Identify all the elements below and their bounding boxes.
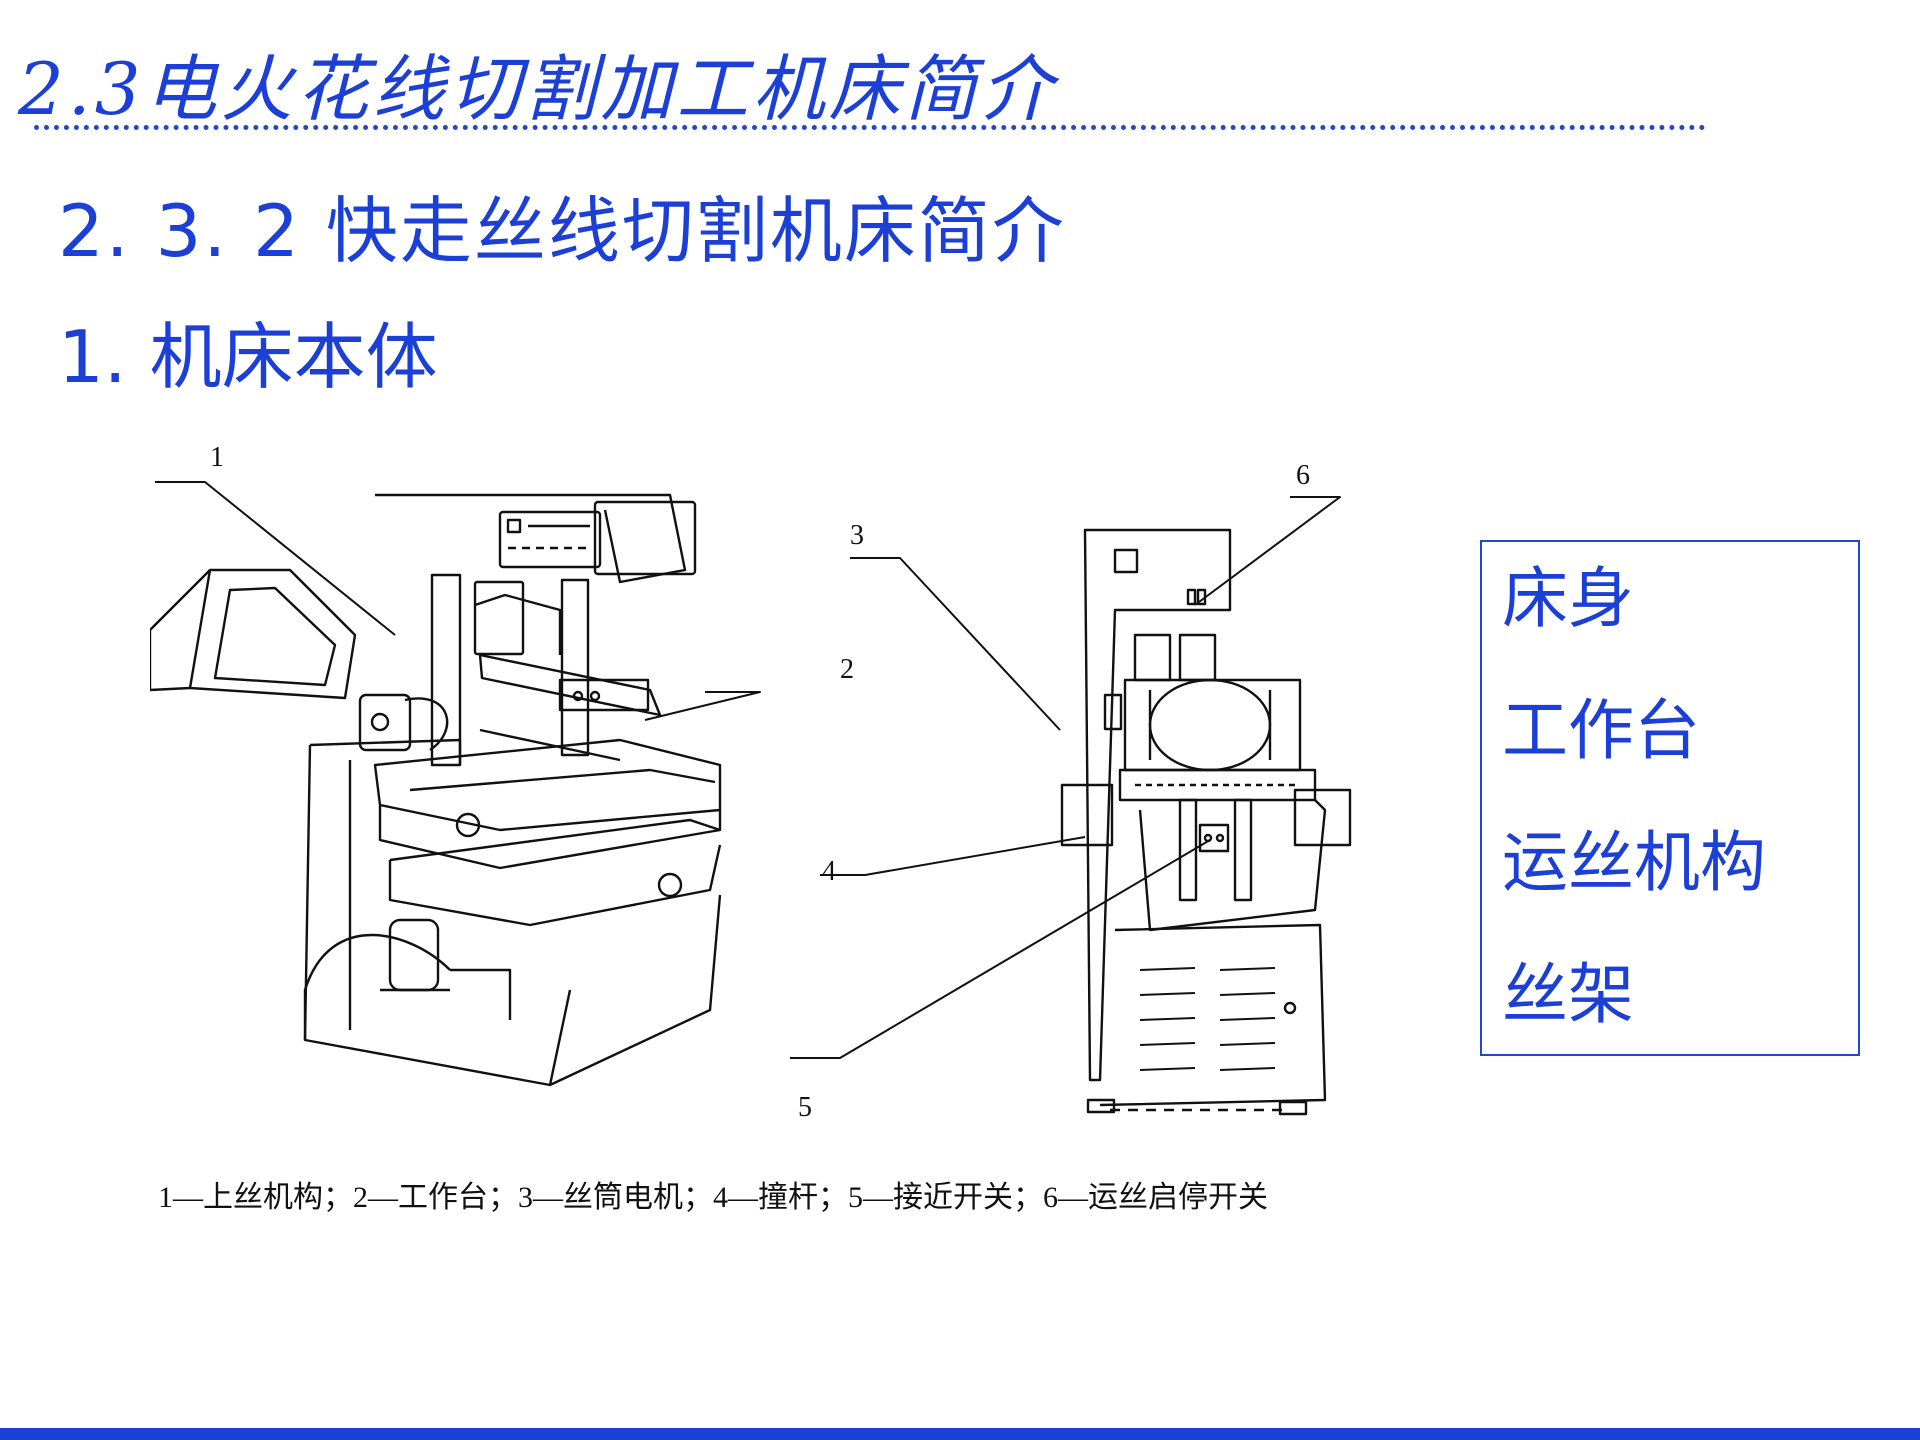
part-item: 床身: [1502, 560, 1634, 637]
callout-4: 4: [822, 856, 836, 887]
callout-leader-lines: [155, 481, 1341, 1059]
slide-title: 2.3电火花线切割加工机床简介: [18, 47, 1057, 131]
figure-caption: 1—上丝机构；2—工作台；3—丝筒电机；4—撞杆；5—接近开关；6—运丝启停开关: [158, 1181, 1268, 1214]
callout-5: 5: [798, 1092, 812, 1123]
machine-parts-list: 床身 工作台 运丝机构 丝架: [1480, 540, 1860, 1056]
part-item: 工作台: [1502, 692, 1700, 769]
footer-bar: [0, 1428, 1920, 1440]
left-machine-drawing: [150, 430, 722, 1150]
part-item: 运丝机构: [1502, 824, 1766, 901]
slide-subtitle: 2. 3. 2 快走丝线切割机床简介: [58, 189, 1066, 273]
title-dotted-divider: [34, 125, 1706, 130]
part-item: 丝架: [1502, 956, 1634, 1033]
section-heading: 1. 机床本体: [58, 315, 438, 399]
callout-6: 6: [1296, 460, 1310, 491]
callout-1: 1: [210, 442, 224, 473]
right-machine-drawing: [1060, 528, 1352, 1116]
callout-2: 2: [840, 654, 854, 685]
callout-3: 3: [850, 520, 864, 551]
machine-diagram: 1 2 3 4 5 6: [150, 430, 1420, 1150]
